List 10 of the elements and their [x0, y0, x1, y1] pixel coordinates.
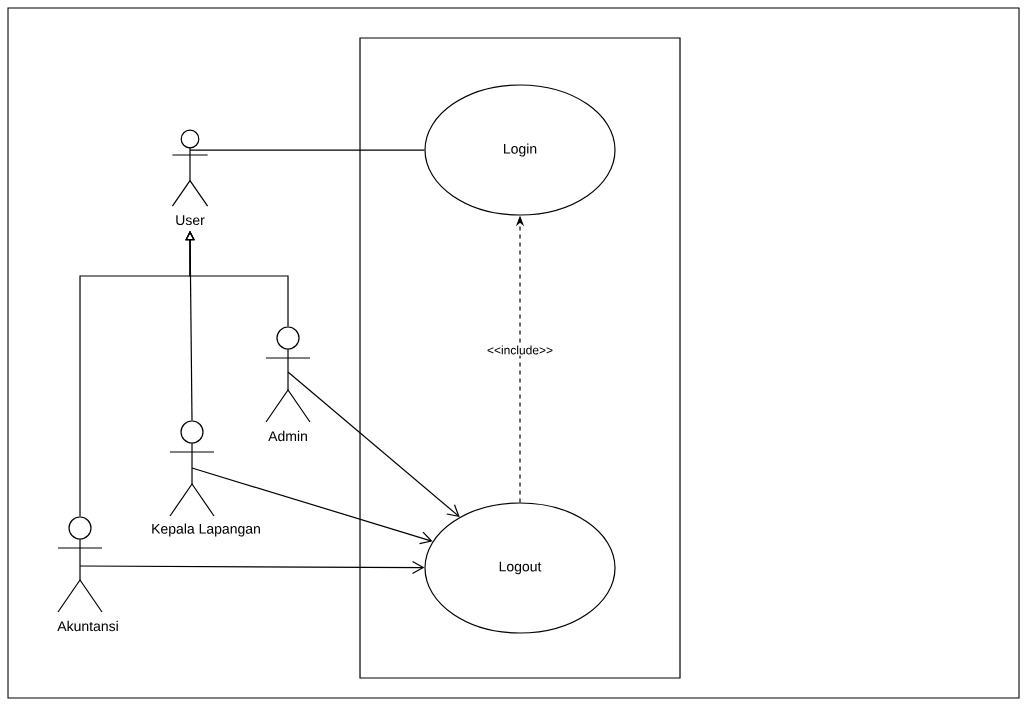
actor-name: Admin — [266, 429, 310, 443]
actor-name: Kepala Lapangan — [149, 522, 263, 538]
arrow — [287, 371, 460, 518]
association-line — [189, 149, 425, 151]
system-boundary — [359, 37, 681, 679]
actor-name: User — [173, 214, 207, 227]
edge-label: <<include>> — [485, 344, 555, 356]
arrow — [191, 467, 433, 545]
actor-name: Akuntansi — [55, 619, 121, 633]
arrow — [79, 560, 425, 575]
